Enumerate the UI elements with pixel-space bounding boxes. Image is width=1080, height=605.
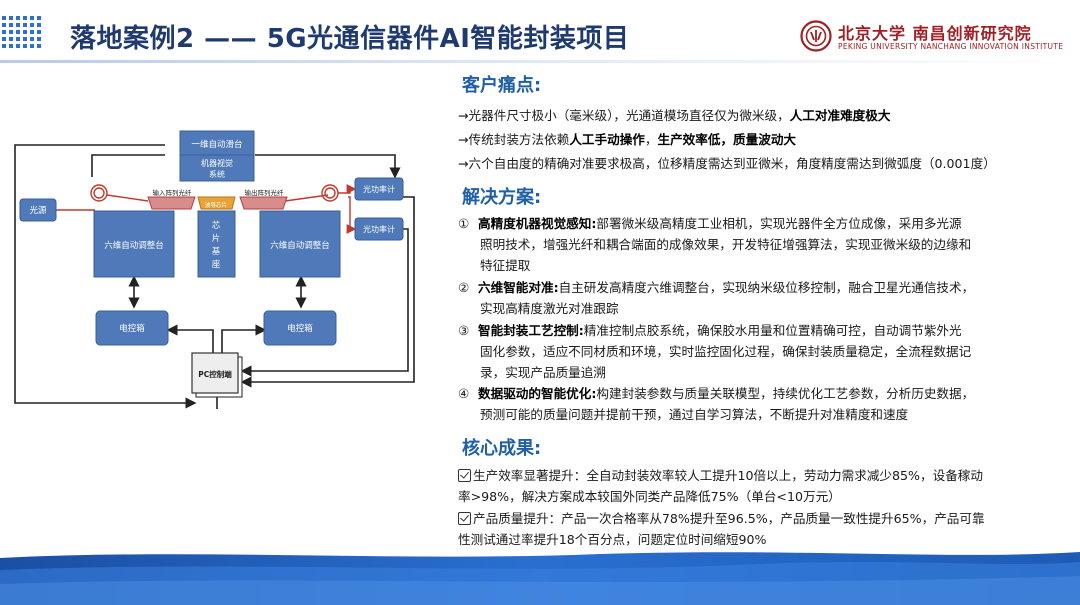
- outer-right-loop-2: [240, 228, 409, 377]
- power-meter-1-label: 光功率计: [363, 184, 395, 194]
- solution-item-2-bold: 六维智能对准:: [478, 280, 559, 295]
- checkbox-icon: [458, 512, 471, 525]
- outer-left-loop: [14, 144, 197, 409]
- institute-name-cn: 北京大学 南昌创新研究院: [838, 24, 1032, 43]
- result-item-2: 产品质量提升：产品一次合格率从78%提升至96.5%，产品质量一致性提升65%，…: [458, 509, 985, 528]
- solution-item-1-cont-1: 照明技术，增强光纤和耦合端面的成像效果，开发特征增强算法，实现亚微米级的边缘和: [480, 237, 972, 252]
- pain-item-3: →六个自由度的精确对准要求极高，位移精度需达到亚微米，角度精度需达到微弧度（0.…: [458, 154, 996, 173]
- output-fiber-line: [284, 194, 329, 202]
- result-item-1: 生产效率显著提升：全自动封装效率较人工提升10倍以上，劳动力需求减少85%，设备…: [458, 466, 983, 485]
- left-stage-label: 六维自动调整台: [104, 240, 164, 251]
- fiber-to-meter-2: [346, 196, 357, 234]
- chip-base-label-3: 基: [212, 246, 221, 257]
- output-fiber-array: [239, 196, 288, 210]
- right-box-pc-link: [221, 324, 267, 357]
- solution-item-2: ② 六维智能对准:自主研发高精度六维调整台，实现纳米级位移控制，融合卫星光通信技术…: [458, 278, 974, 297]
- system-diagram: 一维自动滑台 机器视觉 系统 光源 六维自动调整台 六维自动调整台 芯 片 基 …: [14, 130, 415, 409]
- solution-item-1-text: 部署微米级高精度工业相机，实现光器件全方位成像，采用多光源: [596, 216, 962, 231]
- result-item-1-line2: 率>98%，解决方案成本较国外同类产品降低75%（单台<10万元）: [458, 489, 841, 504]
- input-fiber-line: [106, 194, 149, 202]
- left-box-pc-link: [166, 324, 214, 357]
- top-stage-label: 一维自动滑台: [191, 139, 242, 150]
- solution-item-2-text: 自主研发高精度六维调整台，实现纳米级位移控制，融合卫星光通信技术，: [558, 280, 975, 295]
- result-item-2-line2: 性测试通过率提升18个百分点，问题定位时间缩短90%: [458, 532, 767, 547]
- pain-item-1-bold: 人工对准难度极大: [789, 108, 891, 123]
- chip-base-label-1: 芯: [212, 220, 221, 231]
- right-control-box: [263, 310, 337, 346]
- top-left-line: [91, 154, 165, 177]
- input-fiber-label: 输入阵列光纤: [153, 188, 193, 197]
- solution-heading: 解决方案:: [462, 187, 542, 208]
- vision-box: [179, 154, 255, 182]
- chip-base-label-2: 片: [212, 233, 221, 244]
- top-stage-box: [179, 130, 255, 156]
- power-meter-2-box: [354, 217, 404, 241]
- solution-item-2-cont-1: 实现高精度激光对准跟踪: [480, 301, 619, 316]
- solution-item-4-cont-1: 预测可能的质量问题并提前干预，通过自学习算法，不断提升对准精度和速度: [480, 407, 909, 422]
- solution-item-2-num: ②: [458, 280, 470, 295]
- result-item-1-line1: 生产效率显著提升：全自动封装效率较人工提升10倍以上，劳动力需求减少85%，设备…: [473, 468, 983, 483]
- solution-item-3-text: 精准控制点胶系统，确保胶水用量和位置精确可控，自动调节紫外光: [583, 323, 962, 338]
- input-fiber-array: [147, 196, 196, 210]
- pain-item-1-text: →光器件尺寸极小（毫米级），光通道模场直径仅为微米级，: [458, 108, 790, 123]
- institute-name-en: PEKING UNIVERSITY NANCHANG INNOVATION IN…: [838, 42, 1064, 51]
- result-item-2-line1: 产品质量提升：产品一次合格率从78%提升至96.5%，产品质量一致性提升65%，…: [473, 511, 985, 526]
- light-source-label: 光源: [29, 205, 47, 216]
- right-box-label: 电控箱: [287, 323, 313, 334]
- pain-item-3-text: →六个自由度的精确对准要求极高，位移精度需达到亚微米，角度精度需达到微弧度（0.…: [458, 156, 996, 171]
- chip-label: 波导芯片: [205, 201, 227, 209]
- slide-title: 落地案例2 —— 5G光通信器件AI智能封装项目: [70, 24, 630, 54]
- solution-item-4-text: 构建封装参数与质量关联模型，持续优化工艺参数，分析历史数据，: [596, 386, 975, 401]
- outer-right-loop-1: [240, 196, 415, 388]
- input-fiber-coil-icon: [90, 184, 108, 202]
- results-heading: 核心成果:: [462, 438, 542, 459]
- left-box-label: 电控箱: [119, 323, 145, 334]
- solution-item-3-num: ③: [458, 323, 470, 338]
- pc-box: [191, 352, 239, 394]
- corner-dot-pattern: [2, 16, 41, 48]
- solution-item-4-bold: 数据驱动的智能优化:: [478, 386, 597, 401]
- solution-item-3-cont-1: 固化参数，适应不同材质和环境，实时监控固化过程，确保封装质量稳定，全流程数据记: [480, 344, 972, 359]
- institute-logo: 北京大学 南昌创新研究院 PEKING UNIVERSITY NANCHANG …: [800, 18, 1064, 58]
- chip-base-label-4: 座: [212, 259, 221, 270]
- left-stage-box: [93, 210, 175, 278]
- vision-to-meter-line: [255, 154, 401, 179]
- right-stage-label: 六维自动调整台: [270, 240, 330, 251]
- pain-item-1: →光器件尺寸极小（毫米级），光通道模场直径仅为微米级，人工对准难度极大: [458, 106, 890, 125]
- solution-item-1-num: ①: [458, 216, 470, 231]
- waveguide-chip: [197, 196, 236, 210]
- pain-item-2-bold2: 生产效率低，质量波动大: [657, 132, 796, 147]
- solution-item-3-cont-2: 录，实现产品质量追溯: [480, 365, 606, 380]
- pain-item-2: →传统封装方法依赖人工手动操作，生产效率低，质量波动大: [458, 130, 796, 149]
- pc-label: PC控制端: [198, 369, 232, 379]
- pku-emblem-icon: [800, 20, 832, 52]
- solution-item-3: ③ 智能封装工艺控制:精准控制点胶系统，确保胶水用量和位置精确可控，自动调节紫外光: [458, 321, 962, 340]
- solution-item-1-bold: 高精度机器视觉感知:: [478, 216, 597, 231]
- pain-item-2-text: →传统封装方法依赖: [458, 132, 570, 147]
- fiber-to-meter-1: [338, 184, 357, 194]
- chip-base-box: [197, 210, 236, 278]
- solution-item-4: ④ 数据驱动的智能优化:构建封装参数与质量关联模型，持续优化工艺参数，分析历史数据…: [458, 384, 974, 403]
- solution-item-1: ① 高精度机器视觉感知:部署微米级高精度工业相机，实现光器件全方位成像，采用多光源: [458, 214, 962, 233]
- checkbox-icon: [458, 469, 471, 482]
- pain-heading: 客户痛点:: [462, 75, 542, 96]
- power-meter-1-box: [354, 177, 404, 201]
- footer-wave-band: [0, 552, 1080, 605]
- right-stage-box: [259, 210, 341, 278]
- solution-item-3-bold: 智能封装工艺控制:: [478, 323, 584, 338]
- pain-item-2-bold: 人工手动操作: [569, 132, 645, 147]
- vision-label-2: 系统: [209, 169, 225, 179]
- solution-item-4-num: ④: [458, 386, 470, 401]
- title-underline: [0, 60, 1080, 63]
- light-source-box: [19, 198, 57, 222]
- left-control-box: [95, 310, 169, 346]
- power-meter-2-label: 光功率计: [363, 224, 395, 234]
- output-fiber-label: 输出阵列光纤: [245, 188, 285, 197]
- pain-item-2-sep: ，: [644, 132, 658, 147]
- vision-label-1: 机器视觉: [201, 158, 233, 168]
- solution-item-1-cont-2: 特征提取: [480, 258, 531, 273]
